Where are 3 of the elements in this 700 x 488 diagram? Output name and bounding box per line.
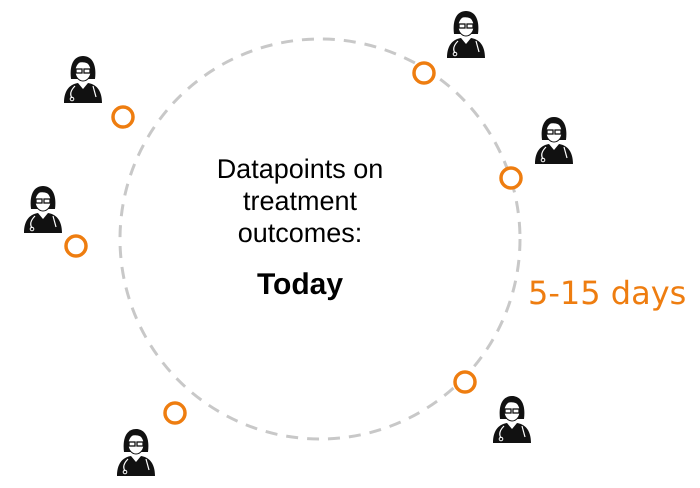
center-text: Datapoints on treatment outcomes: [216, 153, 384, 249]
duration-label: 5-15 days [528, 274, 686, 312]
center-heading: Today [256, 268, 344, 302]
